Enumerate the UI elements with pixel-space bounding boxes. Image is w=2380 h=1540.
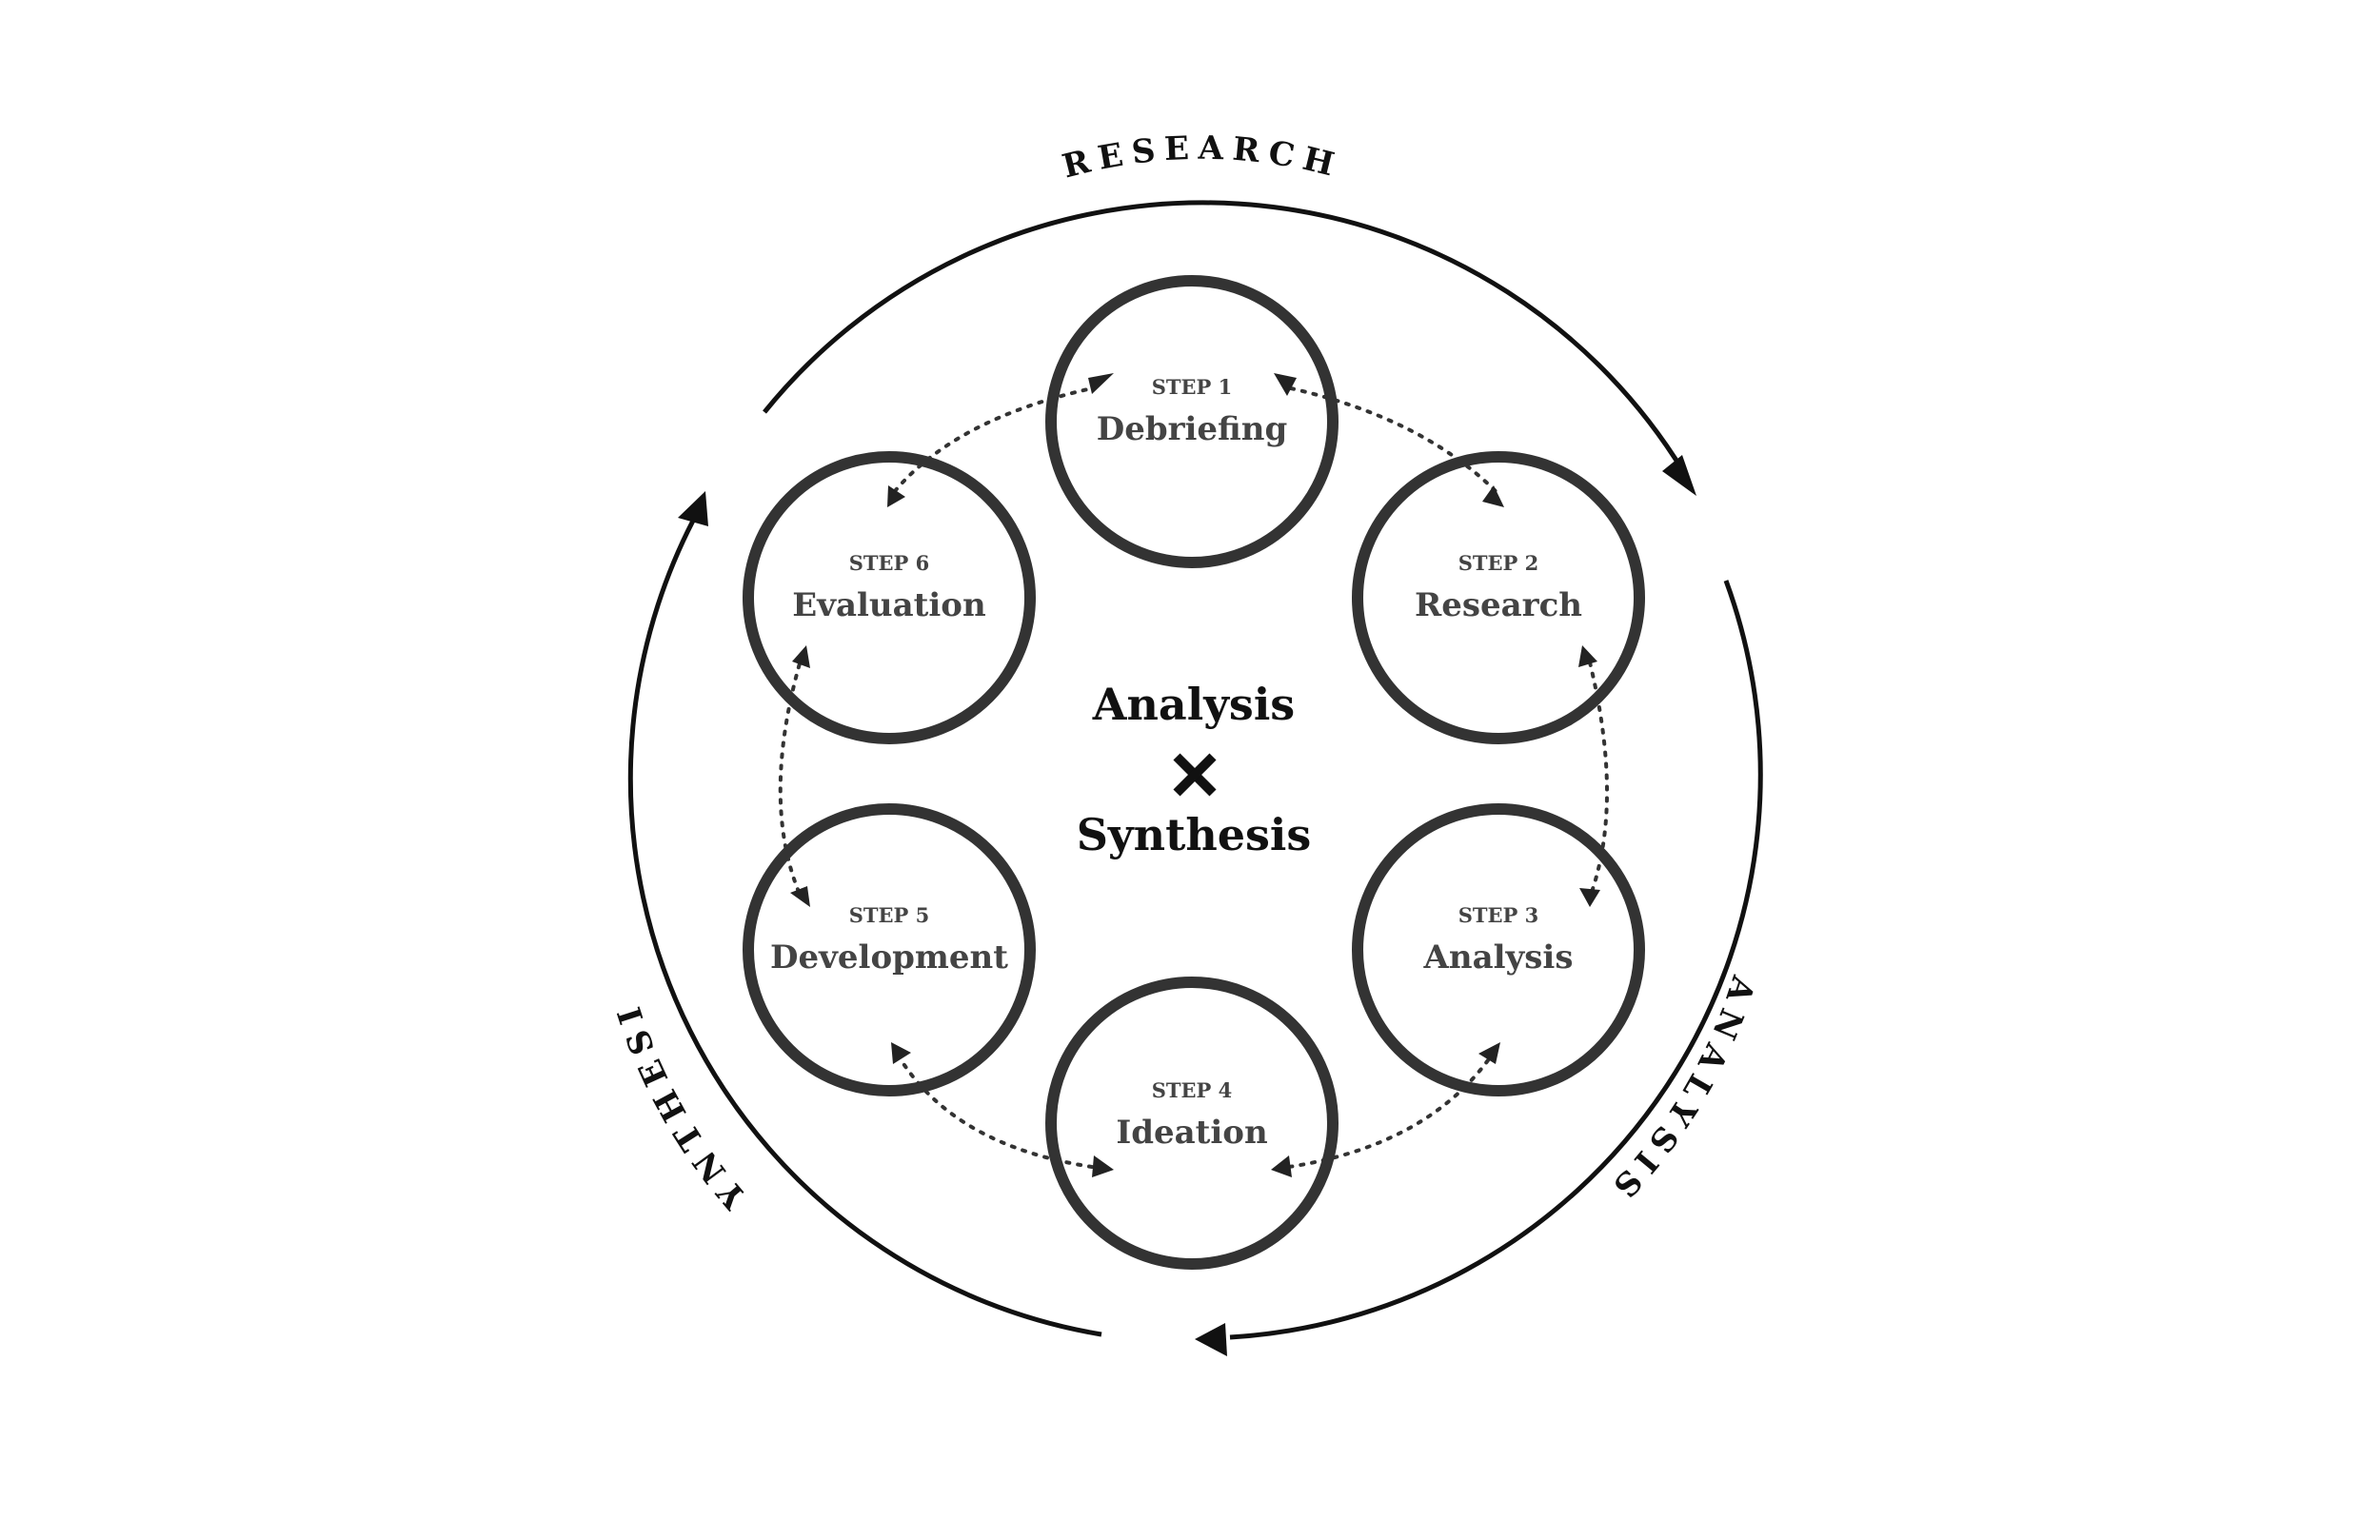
connector-step1-step2 [1274,373,1504,507]
outer-phase-arcs [627,200,1763,1356]
times-icon [1173,753,1217,797]
step-3-number: STEP 3 [1458,903,1539,927]
step-6-circle [743,451,1036,744]
phase-label-research: RESEARCH [1059,129,1346,187]
step-5-number: STEP 5 [849,903,930,927]
step-1: STEP 1 Debriefing [1045,275,1339,568]
connector-arrowhead [1478,1042,1500,1064]
synthesis-arc [627,519,1102,1337]
research-arc [763,200,1686,473]
step-4-circle [1045,977,1339,1270]
step-3: STEP 3 Analysis [1352,803,1645,1096]
phase-label-research-text: RESEARCH [1059,129,1338,187]
connector-arrowhead [790,886,810,907]
step-1-number: STEP 1 [1152,375,1233,399]
step-3-name: Analysis [1422,938,1573,977]
connector-arrowhead [1274,373,1297,396]
step-2-number: STEP 2 [1458,551,1539,575]
step-2-circle [1352,451,1645,744]
step-1-name: Debriefing [1097,410,1288,448]
connector-arrowhead [887,485,905,507]
step-3-circle [1352,803,1645,1096]
research-arrowhead [1662,455,1696,496]
connector-step3-step4 [1271,1042,1500,1177]
step-4-number: STEP 4 [1152,1078,1233,1102]
step-5: STEP 5 Development [743,803,1036,1096]
connector-arrowhead [1579,888,1600,907]
connector-step4-step5 [891,1042,1114,1177]
step-6-number: STEP 6 [849,551,930,575]
step-2-name: Research [1415,586,1582,624]
step-5-name: Development [770,938,1008,977]
connector-arrowhead [1271,1155,1292,1177]
step-4: STEP 4 Ideation [1045,977,1339,1270]
connector-arrowhead [1092,1155,1114,1177]
analysis-arrowhead [1195,1323,1227,1356]
synthesis-arrowhead [678,491,708,526]
step-6: STEP 6 Evaluation [743,451,1036,744]
step-5-circle [743,803,1036,1096]
step-6-name: Evaluation [792,586,985,624]
analysis-arc [1229,580,1763,1340]
connector-arrowhead [891,1042,911,1064]
step-1-circle [1045,275,1339,568]
connector-arrowhead [1482,485,1504,507]
connector-arrowhead [1578,645,1597,667]
center-top-word: Analysis [1092,679,1295,730]
center-bottom-word: Synthesis [1077,809,1312,860]
center-label: Analysis Synthesis [1077,679,1312,860]
step-2: STEP 2 Research [1352,451,1645,744]
connector-arrowhead [792,645,810,668]
step-4-name: Ideation [1116,1114,1267,1152]
connector-arrowhead [1088,373,1114,394]
connector-step6-step1 [887,373,1114,507]
